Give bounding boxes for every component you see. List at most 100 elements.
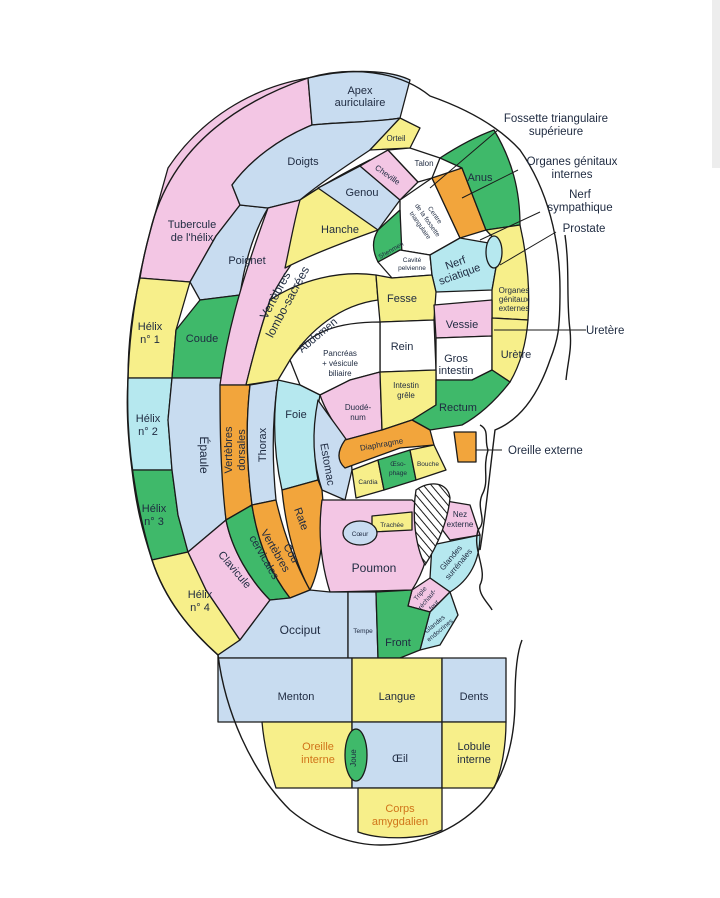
label-cave-2: pelvienne [398, 265, 426, 272]
label-lobule-2: interne [457, 754, 491, 766]
label-organes-ext-2: génitaux [499, 295, 529, 304]
region-intertragic-notch [413, 483, 451, 566]
label-pancreas-3: biliaire [328, 369, 352, 378]
label-apex-1: Apex [347, 85, 373, 97]
callout-uretere: Uretère [586, 325, 624, 337]
label-intestin-grele-1: Intestin [393, 381, 419, 390]
label-orteil: Orteil [386, 134, 405, 143]
leader-organes-internes [461, 169, 519, 199]
label-apex-2: auriculaire [335, 97, 386, 109]
label-vertebres-dorsales-2: dorsales [236, 429, 248, 471]
label-gros-intestin-2: intestin [439, 365, 474, 377]
label-genou: Genou [345, 187, 378, 199]
label-duodenum-1: Duodé- [345, 403, 372, 412]
skin-line-upper [564, 234, 572, 381]
label-bouche: Bouche [417, 461, 439, 468]
callout-organes-1: Organes génitaux [527, 156, 618, 168]
label-occiput: Occiput [280, 623, 321, 637]
region-diaphragme [338, 419, 435, 469]
label-organes-ext-1: Organes [499, 286, 530, 295]
label-oesophage-1: Œso- [390, 461, 406, 468]
callout-nerf-1: Nerf [569, 189, 592, 201]
label-tempe: Tempe [353, 628, 373, 635]
label-menton: Menton [278, 691, 315, 703]
label-tubercule-2: de l'hélix [171, 232, 214, 244]
label-helix2-2: n° 2 [138, 426, 158, 438]
region-foie [273, 379, 321, 491]
region-corps-amygdalien [357, 787, 443, 839]
region-estomac [313, 399, 353, 501]
label-nez-externe-1: Nez [453, 510, 467, 519]
label-oeil: Œil [392, 753, 408, 765]
label-coude: Coude [186, 333, 218, 345]
label-vessie: Vessie [446, 319, 478, 331]
label-pancreas-1: Pancréas [323, 349, 357, 358]
label-poumon: Poumon [352, 561, 397, 575]
scrollbar-track [712, 0, 720, 168]
label-dents: Dents [460, 691, 489, 703]
label-langue: Langue [379, 691, 416, 703]
label-nez-externe-2: externe [447, 520, 474, 529]
label-helix3-1: Hélix [142, 503, 167, 515]
label-fesse: Fesse [387, 293, 417, 305]
label-rectum: Rectum [439, 402, 477, 414]
label-cardia: Cardia [358, 479, 378, 486]
leader-prostate [499, 231, 557, 266]
region-oreille-externe [453, 431, 477, 463]
callout-prostate: Prostate [563, 223, 606, 235]
label-helix3-2: n° 3 [144, 516, 164, 528]
callout-organes-2: internes [552, 169, 593, 181]
label-rein: Rein [391, 341, 414, 353]
leader-fossette [429, 129, 499, 189]
label-helix4-2: n° 4 [190, 602, 210, 614]
region-doigts [231, 117, 401, 209]
label-poignet: Poignet [228, 255, 265, 267]
label-trachee: Trachée [380, 522, 404, 529]
label-organes-ext-3: externes [499, 304, 530, 313]
label-pancreas-2: + vésicule [322, 359, 358, 368]
label-epaule: Épaule [197, 436, 212, 474]
region-abdomen [245, 273, 379, 386]
region-oreille-interne [261, 721, 353, 789]
label-front: Front [385, 637, 411, 649]
label-hanche: Hanche [321, 224, 359, 236]
region-talon [387, 147, 441, 183]
label-uretre: Urètre [501, 349, 532, 361]
skin-line-tragus [475, 424, 493, 611]
label-tubercule-1: Tubercule [168, 219, 217, 231]
region-coeur [342, 520, 378, 546]
label-duodenum-2: num [350, 413, 366, 422]
ear-outline [126, 70, 561, 846]
callout-oreille-externe: Oreille externe [508, 445, 583, 457]
label-helix1-1: Hélix [138, 321, 163, 333]
label-helix2-1: Hélix [136, 413, 161, 425]
label-doigts: Doigts [287, 156, 319, 168]
region-tempe [347, 591, 379, 659]
label-gros-intestin-1: Gros [444, 353, 468, 365]
label-corps-1: Corps [385, 803, 415, 815]
label-oreille-interne-2: interne [301, 754, 335, 766]
label-corps-2: amygdalien [372, 816, 428, 828]
label-lobule-1: Lobule [457, 741, 490, 753]
region-rectum [411, 369, 511, 431]
label-foie: Foie [285, 409, 306, 421]
region-dents [441, 657, 507, 723]
label-cave-1: Cavité [403, 257, 422, 264]
callout-nerf-2: sympathique [547, 202, 612, 214]
label-talon: Talon [414, 159, 433, 168]
label-thorax: Thorax [257, 427, 269, 462]
label-helix1-2: n° 1 [140, 334, 160, 346]
region-prostate [485, 235, 503, 269]
label-oesophage-2: phage [389, 470, 407, 477]
label-anus: Anus [467, 172, 493, 184]
callout-fossette-2: supérieure [529, 126, 583, 138]
region-joue [344, 728, 368, 782]
label-oreille-interne-1: Oreille [302, 741, 334, 753]
region-bouche [409, 444, 447, 481]
leader-nerf-sympathique [479, 211, 541, 241]
region-menton [217, 657, 353, 723]
label-joue: Joue [349, 749, 358, 767]
label-helix4-1: Hélix [188, 589, 213, 601]
label-vertebres-dorsales-1: Vertèbres [223, 426, 235, 474]
